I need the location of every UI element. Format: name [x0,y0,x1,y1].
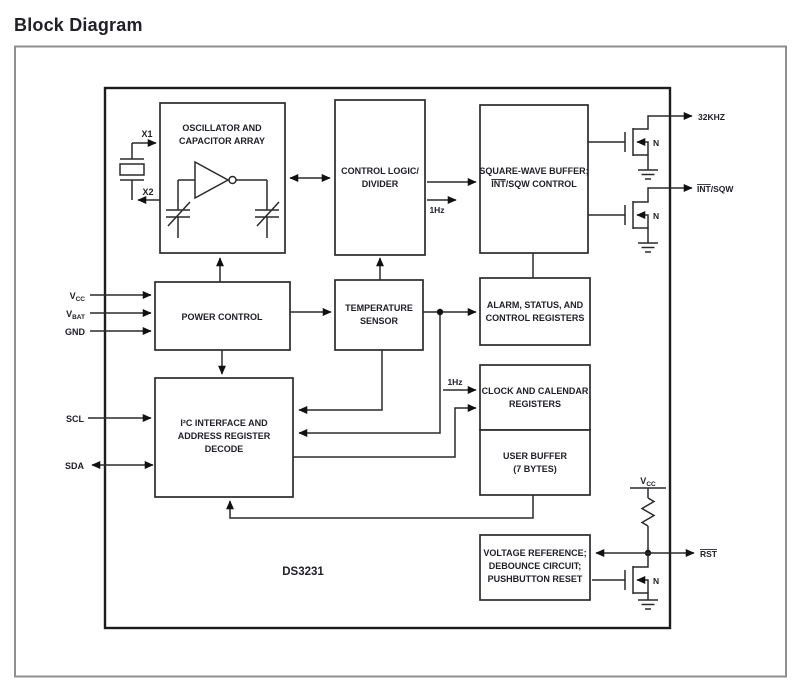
block-label: VOLTAGE REFERENCE; [483,548,586,558]
block-label: DIVIDER [362,179,399,189]
wire-temp-i2c [298,350,383,414]
block-label: PUSHBUTTON RESET [488,574,583,584]
block-label: USER BUFFER [503,451,568,461]
block-label: I²C INTERFACE AND [180,418,268,428]
rst-pullup-circuit: N [592,487,695,610]
resistor-symbol [640,497,656,550]
nmos-intsqw-symbol: N [588,184,693,253]
block-label: DECODE [205,444,244,454]
page-title: Block Diagram [14,15,143,35]
block-label: INT/SQW CONTROL [491,179,577,189]
block-label: SENSOR [360,316,399,326]
pin-gnd: GND [65,327,86,337]
wire-junction-i2c [298,312,441,437]
pin-sda: SDA [65,461,85,471]
pin-x1: X1 [141,129,152,139]
block-label: POWER CONTROL [182,312,263,322]
pin-scl: SCL [66,414,85,424]
block-label: ADDRESS REGISTER [178,431,271,441]
variable-capacitor-symbol [255,180,280,238]
nmos-n-label: N [653,576,659,586]
block-label: CAPACITOR ARRAY [179,136,265,146]
nmos-reset-symbol: N [592,553,659,610]
block-i2c-interface: I²C INTERFACE AND ADDRESS REGISTER DECOD… [154,377,294,498]
nmos-n-label: N [653,211,659,221]
block-alarm-registers: ALARM, STATUS, AND CONTROL REGISTERS [479,277,591,346]
pin-rst: RST [700,549,718,559]
figure-frame [14,45,787,678]
pin-vbat: VBAT [66,309,85,321]
block-label: (7 BYTES) [513,464,557,474]
nmos-32khz-symbol: N [588,112,693,180]
ground-symbol [637,242,659,253]
crystal-symbol [119,143,145,200]
chip-name: DS3231 [282,566,324,578]
block-clock-calendar: CLOCK AND CALENDAR REGISTERS [479,364,591,431]
block-temp-sensor: TEMPERATURE SENSOR [334,279,424,351]
wires [88,139,652,557]
wire-i2c-clock [293,404,477,458]
block-label: CLOCK AND CALENDAR [482,386,589,396]
ground-symbol [637,599,659,610]
block-oscillator: OSCILLATOR AND CAPACITOR ARRAY [159,102,286,254]
block-label: OSCILLATOR AND [182,123,262,133]
chip-boundary [103,86,672,630]
pin-intsqw: INT/SQW [697,184,734,194]
vcc-rail [630,487,666,498]
block-user-buffer: USER BUFFER (7 BYTES) [479,429,591,496]
pin-32khz: 32KHZ [698,112,725,122]
block-label: DEBOUNCE CIRCUIT; [489,561,582,571]
pin-vcc: VCC [70,291,86,303]
wire-userbuffer-i2c [226,495,534,519]
variable-capacitor-symbol [166,180,191,238]
pin-x2: X2 [142,187,153,197]
block-label: CONTROL REGISTERS [486,313,585,323]
block-sqw-buffer: SQUARE-WAVE BUFFER; INT/SQW CONTROL [479,104,589,254]
block-control-logic: CONTROL LOGIC/ DIVIDER [334,99,426,256]
signal-1hz-divider: 1Hz [429,205,444,215]
inverter-symbol [178,160,267,200]
signal-1hz-clock: 1Hz [447,377,462,387]
block-label: TEMPERATURE [345,303,413,313]
block-label: REGISTERS [509,399,561,409]
ground-symbol [637,169,659,180]
block-power-control: POWER CONTROL [154,281,291,351]
block-label: ALARM, STATUS, AND [487,300,584,310]
block-voltage-reference: VOLTAGE REFERENCE; DEBOUNCE CIRCUIT; PUS… [479,534,591,601]
nmos-n-label: N [653,138,659,148]
block-label: SQUARE-WAVE BUFFER; [479,166,588,176]
pin-vcc-pullup: VCC [640,476,656,488]
block-label: CONTROL LOGIC/ [341,166,419,176]
junction-dot [436,308,444,316]
